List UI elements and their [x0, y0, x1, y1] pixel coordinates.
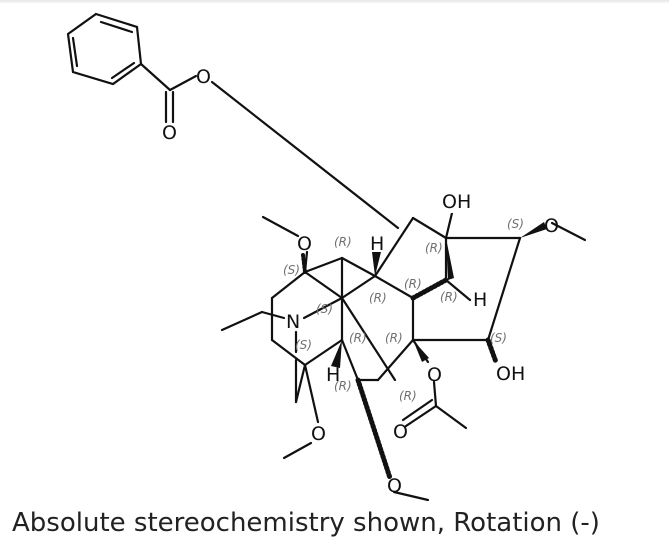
ester-oxygen-label: O [196, 66, 211, 88]
methoxy-oxygen-bottom-left-label: O [311, 423, 326, 445]
acetate-carbonyl-oxygen-label: O [393, 421, 408, 443]
hydrogen-label-upper: H [370, 233, 384, 255]
benzoyl-ester-bonds [139, 62, 400, 230]
oh-label-top: OH [442, 191, 471, 213]
stereo-label: (S) [507, 217, 524, 231]
structure-caption: Absolute stereochemistry shown, Rotation… [12, 508, 600, 538]
stereo-label: (R) [385, 331, 403, 345]
methoxy-oxygen-left-label: O [297, 233, 312, 255]
stereo-label: (S) [490, 331, 507, 345]
atom-labels: OH OH O O O O O O O O N H H H [162, 66, 559, 497]
benzene-ring [66, 12, 143, 86]
core-bonds [303, 211, 587, 502]
top-border [0, 0, 669, 3]
stereo-label: (S) [283, 263, 300, 277]
methoxy-oxygen-right-label: O [544, 215, 559, 237]
chemical-structure: OH OH O O O O O O O O N H H H (R) (R) (R… [66, 12, 587, 502]
left-ring-bonds [220, 215, 377, 460]
stereo-label: (S) [316, 302, 333, 316]
benzoyl-carbonyl-oxygen-label: O [162, 122, 177, 144]
oh-label-bottom: OH [496, 363, 525, 385]
hydrogen-label-lower: H [326, 364, 340, 386]
stereo-label: (R) [399, 389, 417, 403]
nitrogen-label: N [286, 311, 300, 333]
stereo-label: (R) [369, 291, 387, 305]
methoxy-oxygen-bottom-label: O [387, 475, 402, 497]
stereo-label: (R) [349, 331, 367, 345]
stereo-label: (R) [404, 277, 422, 291]
stereo-label: (S) [295, 338, 312, 352]
stereo-label: (R) [334, 379, 352, 393]
stereo-label: (R) [334, 235, 352, 249]
stereo-descriptors: (R) (R) (R) (R) (R) (R) (R) (R) (R) (S) … [283, 217, 524, 403]
acetate-oxygen-label: O [427, 364, 442, 386]
stereo-label: (R) [425, 241, 443, 255]
stereo-label: (R) [440, 290, 458, 304]
hydrogen-label-right: H [473, 289, 487, 311]
stereo-bonds [301, 222, 547, 481]
